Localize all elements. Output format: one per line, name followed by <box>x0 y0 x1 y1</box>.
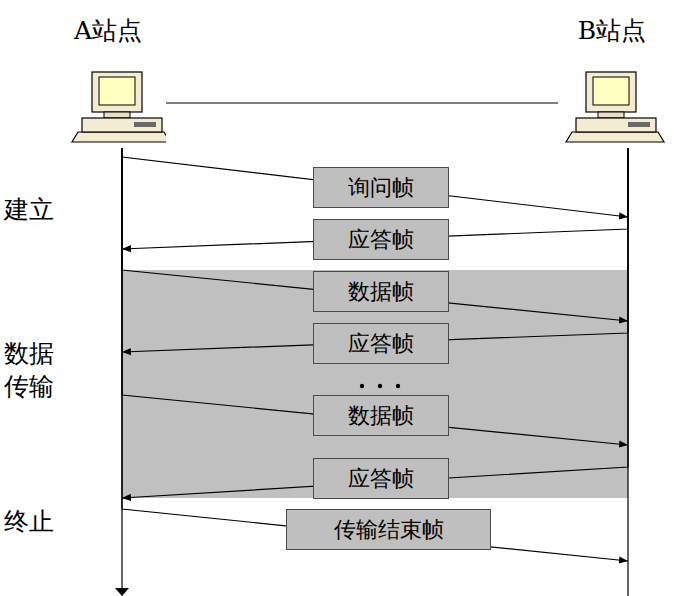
frame-label: 应答帧 <box>313 323 449 364</box>
frame-label: 询问帧 <box>313 167 449 208</box>
station-node: B站点 <box>558 14 666 148</box>
frame-arrow <box>122 148 628 498</box>
computer-icon <box>72 72 166 142</box>
frame-label: 应答帧 <box>313 458 449 499</box>
frame-arrow <box>122 148 628 561</box>
frame-arrow <box>166 102 558 103</box>
lifeline-arrow <box>115 588 129 596</box>
station-label: B站点 <box>558 14 666 47</box>
station-label: A站点 <box>50 14 166 47</box>
frame-label: 数据帧 <box>313 271 449 312</box>
station-node: A站点 <box>50 14 166 148</box>
ellipsis-dot <box>378 384 382 388</box>
frame-arrow <box>122 148 628 445</box>
computer-icon <box>566 72 664 142</box>
frame-label: 数据帧 <box>313 395 449 436</box>
shaded-band <box>122 270 628 498</box>
frame-label: 应答帧 <box>313 219 449 260</box>
frame-arrow <box>122 148 628 217</box>
ellipsis-dot <box>396 384 400 388</box>
phase-label: 建立 <box>4 194 64 227</box>
ellipsis-dot <box>360 384 364 388</box>
frame-arrow <box>122 148 628 321</box>
frame-arrow <box>122 148 628 352</box>
phase-label: 终止 <box>4 506 64 539</box>
phase-label: 数据 传输 <box>4 338 64 403</box>
frame-label: 传输结束帧 <box>286 509 491 550</box>
